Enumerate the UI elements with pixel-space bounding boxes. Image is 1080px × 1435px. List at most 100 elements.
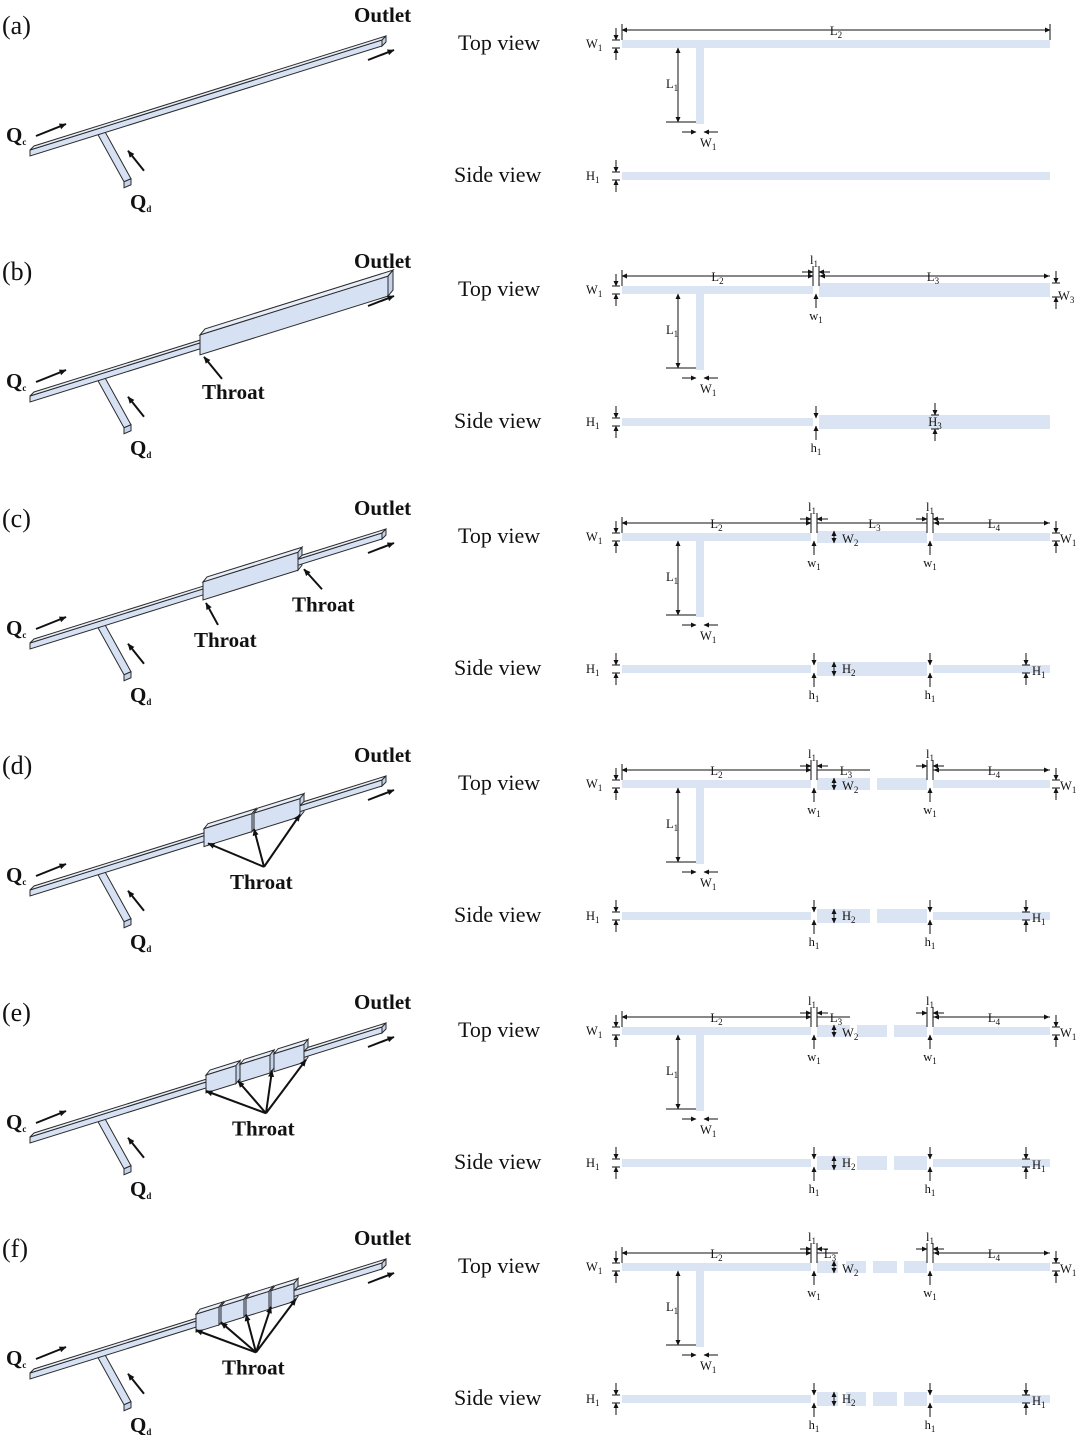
throat-pointer-5 [255,1298,297,1353]
dim-label-w1: W1 [700,629,716,645]
qd-flow-arrow [127,396,145,418]
main-channel-downstream-end [381,527,387,541]
dim-label-w1: W1 [1060,1262,1076,1278]
side-chamber-2 [857,1156,887,1170]
main-channel-top [29,35,387,151]
dim-label-l4: L4 [988,517,1001,533]
side-expansion-channel [819,415,1050,429]
main-channel-downstream-top [293,1258,387,1291]
dim-label-h1: h1 [809,1182,820,1198]
throat-pointer-3 [263,814,301,868]
dim-label-l2: L2 [710,1247,722,1263]
side-chamber-2 [877,909,927,923]
panel-label-c: (c) [2,504,31,533]
throat-label-1: Throat [194,628,257,652]
main-channel-end [381,34,387,48]
dim-label-w1: W1 [700,1359,716,1375]
side-main-channel-upstream [622,418,813,426]
dim-label-w1: W1 [586,777,602,793]
dim-label-h1: h1 [925,1418,936,1434]
dim-label-w1: W1 [1060,1026,1076,1042]
top-view-label: Top view [458,276,540,301]
throat-pointer-4 [255,1306,272,1353]
main-channel-upstream-top [29,1077,211,1138]
main-channel-front [29,39,383,157]
dim-label-l2: L2 [710,1011,722,1027]
dim-label-l1: l1 [808,500,816,516]
top-side-branch [696,294,704,370]
top-main-channel-upstream [622,286,813,294]
qd-flow-arrow [127,1137,145,1159]
dim-label-w1: w1 [923,803,937,819]
outlet-label: Outlet [354,743,411,767]
dim-label-l2: L2 [711,270,723,286]
side-chamber-4 [904,1392,927,1406]
dim-label-l1: L1 [666,1064,678,1080]
side-chamber-3 [873,1392,897,1406]
main-channel-downstream-front [299,779,383,813]
top-side-branch [696,1271,704,1347]
dim-label-l3: L3 [927,270,940,286]
top-view-label: Top view [458,1017,540,1042]
outlet-flow-arrow [367,49,395,61]
dim-label-h1: H1 [586,909,600,925]
side-main-channel-upstream [622,912,811,920]
outlet-flow-arrow [367,542,395,554]
throat-pointer-3 [244,1314,257,1353]
dim-label-h1: H1 [586,662,600,678]
outlet-label: Outlet [354,990,411,1014]
side-branch-channel [97,871,132,923]
main-channel-upstream-front [29,588,204,650]
top-view-label: Top view [458,1253,540,1278]
dim-label-l2: L2 [710,764,722,780]
main-channel-upstream-top [29,584,208,644]
side-main-channel-upstream [622,1395,811,1403]
dim-label-l4: L4 [988,1247,1001,1263]
chamber-2-end [269,1048,275,1075]
dim-label-l1: l1 [926,500,934,516]
dim-label-w1: W1 [586,1024,602,1040]
qc-flow-arrow [35,369,67,383]
side-branch-end [123,670,132,682]
expansion-chamber-front [199,275,389,356]
panel-label-d: (d) [2,751,32,780]
dim-label-l3: L3 [868,517,881,533]
dim-label-l1: l1 [926,1230,934,1246]
side-branch-channel [97,1354,132,1406]
dim-label-l1: l1 [810,253,818,269]
qc-label: Qc [6,123,26,147]
dim-label-h1: h1 [925,688,936,704]
side-branch-end [123,177,132,189]
top-chamber-2 [857,1025,887,1037]
outlet-label: Outlet [354,1226,411,1250]
dim-label-w1: w1 [807,1286,821,1302]
dim-label-h1: h1 [809,688,820,704]
dim-label-w1: w1 [809,309,823,325]
top-main-channel-downstream [933,780,1050,788]
side-chamber-1 [817,662,927,676]
dim-label-h3: H3 [928,415,942,431]
qc-flow-arrow [35,863,67,877]
side-main-channel-downstream [933,1159,1050,1167]
top-chamber-1 [817,778,870,790]
dim-label-w1: w1 [807,803,821,819]
main-channel-upstream-top [29,1316,201,1374]
qd-label: Qd [130,930,151,954]
dim-label-h2: H2 [842,1156,856,1172]
side-main-channel-downstream [933,1395,1050,1403]
chamber-1-end [235,1059,241,1086]
side-view-label: Side view [454,1385,541,1410]
